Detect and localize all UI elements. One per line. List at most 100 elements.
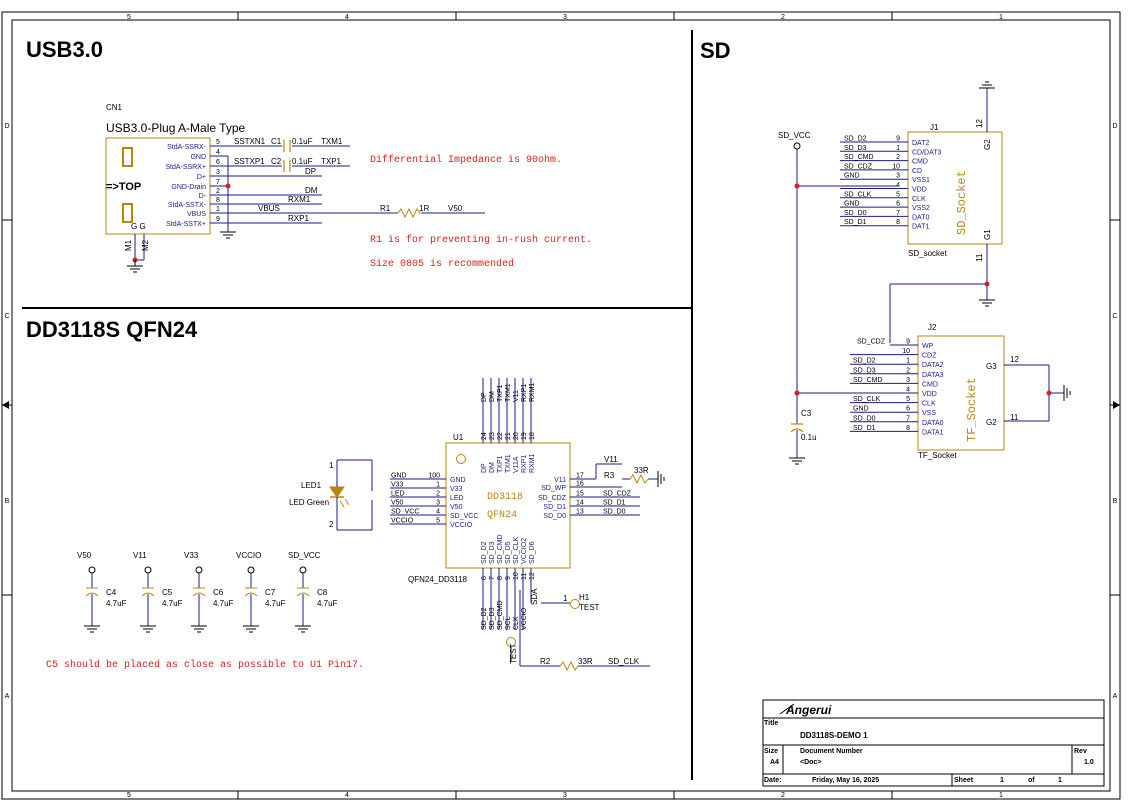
cn1-name: USB3.0-Plug A-Male Type (106, 121, 246, 135)
j2-pin-name: DATA2 (922, 362, 944, 369)
u1-pin-number: 23 (489, 432, 496, 440)
j2-net-label: SD_CDZ (857, 339, 886, 346)
cn1-shield-tab-bottom (122, 203, 133, 223)
u1-pin-name: V33 (450, 486, 463, 493)
u1-net-label: DP (481, 392, 488, 402)
u1-net-label: VCCIO (391, 518, 414, 525)
ground-symbol (979, 81, 995, 89)
u1-pin-number: 4 (436, 509, 440, 516)
u1-pin-name: TXM1 (505, 454, 512, 473)
j2-pin-name: CDZ (922, 353, 937, 360)
net-label-sstxn1: SSTXN1 (234, 137, 266, 146)
j1-pin-name: CD (912, 168, 922, 175)
cn1-pin-name: GND (190, 154, 206, 161)
j2-pin-name: WP (922, 343, 934, 350)
cap-plate-curved (244, 592, 258, 597)
u1-pin-number: 18 (529, 432, 536, 440)
u1-pin-name: SD_VCC (450, 513, 478, 520)
h1-ref: H1 (579, 593, 590, 602)
section-title-dd3118: DD3118S QFN24 (26, 317, 198, 342)
border-col-label: 1 (999, 14, 1003, 21)
u1-net-label: LED (391, 491, 405, 498)
u1-footprint: QFN24_DD3118 (408, 575, 468, 584)
title-label: Title (764, 720, 778, 727)
u1-pin-number: 14 (576, 500, 584, 507)
j1-sd-socket: J1 SD_Socket SD_socket G2 G1 12 11 9DAT2… (840, 81, 1003, 307)
cn1-m1: M1 (124, 239, 133, 251)
u1-pin-name: DM (489, 462, 496, 473)
h1-label: TEST (579, 603, 600, 612)
cap-plate-curved (141, 592, 155, 597)
r2-value: 33R (578, 657, 593, 666)
cap-value: 4.7uF (162, 599, 183, 608)
cn1-pin-number: 4 (216, 149, 220, 156)
cn1-connector: CN1 USB3.0-Plug A-Male Type =>TOP G G 5S… (105, 103, 246, 273)
u1-pin-number: 100 (428, 473, 440, 480)
net-label-v50: V50 (448, 204, 463, 213)
cn1-ref: CN1 (106, 103, 123, 112)
border-row-label: B (5, 498, 10, 505)
u1-pin-name: V11A (513, 456, 520, 473)
j1-pin-name: VSS1 (912, 177, 930, 184)
j1-pin-number: 6 (896, 201, 900, 208)
u1-ref: U1 (453, 433, 464, 442)
u1-pin-name: DP (481, 463, 488, 473)
u1-pin-number: 7 (489, 576, 496, 580)
u1-pin-name: VCCIO2 (521, 538, 528, 564)
c2-ref: C2 (271, 157, 282, 166)
u1-pin-number: 3 (436, 500, 440, 507)
section-title-usb: USB3.0 (26, 37, 103, 62)
cn1-pin-name: StdA-SSRX+ (165, 164, 206, 171)
border-row-label: D (4, 123, 9, 130)
u1-net-label: V33 (391, 482, 404, 489)
cap-plate-curved (296, 592, 310, 597)
j1-pin-name: VDD (912, 187, 927, 194)
j2-pin-name: DATA3 (922, 372, 944, 379)
border-col-label: 2 (781, 14, 785, 21)
border-row-label: A (1113, 693, 1118, 700)
cap-net-label: V11 (133, 551, 147, 560)
cap-ref: C7 (265, 588, 276, 597)
u1-net-label: V11 (513, 390, 520, 402)
border-row-label: C (1112, 313, 1117, 320)
u1-chip-name: DD3118 (487, 492, 523, 503)
j1-net-label: SD_CDZ (844, 163, 873, 170)
j1-pin-number: 4 (896, 182, 900, 189)
cap-ref: C5 (162, 588, 173, 597)
c1-symbol (283, 140, 291, 152)
u1-pin-name: SD_CLK (513, 536, 520, 564)
j1-pin-number: 3 (896, 173, 900, 180)
cn1-shield-tab-top (122, 147, 133, 167)
cn1-pin-name: VBUS (187, 211, 206, 218)
j2-pin-number: 6 (906, 406, 910, 413)
border-row-label: D (1112, 123, 1117, 130)
r3-value: 33R (634, 466, 649, 475)
section-title-sd: SD (700, 38, 731, 63)
j1-pin-name: CLK (912, 196, 926, 203)
u1-net-label: CLK (513, 616, 520, 630)
cap-value: 4.7uF (317, 599, 338, 608)
cn1-og-label: G G (131, 222, 146, 231)
j1-pin-name: CMD (912, 159, 928, 166)
u1-pin-name: RXM1 (529, 453, 536, 473)
u1-pin-number: 9 (505, 576, 512, 580)
r1-value: 1R (419, 204, 429, 213)
u1-pin-number: 8 (497, 576, 504, 580)
u1-pin1-marker (456, 454, 466, 464)
led1-pin1: 1 (329, 461, 334, 470)
cn1-top-marker: =>TOP (106, 181, 141, 193)
led1-pin2: 2 (329, 520, 334, 529)
u1-package: QFN24 (487, 510, 517, 521)
c2-value: 0.1uF (292, 157, 313, 166)
date-value: Friday, May 16, 2025 (812, 777, 879, 784)
junction-j2-gnd (1046, 390, 1052, 396)
docnum-value: <Doc> (800, 759, 821, 766)
r1-ref: R1 (380, 204, 391, 213)
c2-symbol (283, 160, 291, 172)
led1-name: LED Green (289, 498, 329, 507)
cap-net-label: V50 (77, 551, 92, 560)
cap-ref: C4 (106, 588, 117, 597)
c1-value: 0.1uF (292, 137, 313, 146)
u1-net-label: SD_CMD (497, 600, 504, 630)
net-label-dm: DM (305, 186, 318, 195)
